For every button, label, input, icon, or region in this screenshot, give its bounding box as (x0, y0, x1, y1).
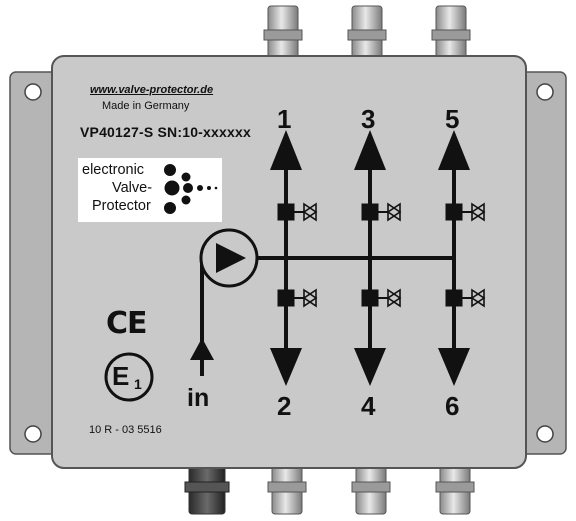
port-label-1: 1 (277, 104, 292, 134)
port-label-3: 3 (361, 104, 376, 134)
mounting-hole-icon (24, 425, 42, 443)
e-mark-subscript: 1 (134, 376, 142, 392)
bottom-fittings (184, 465, 475, 515)
pump-icon (199, 228, 259, 288)
port-label-2: 2 (277, 391, 292, 421)
arrow-up-1-icon (270, 130, 302, 170)
e-mark-letter: E (112, 361, 130, 391)
arrow-down-6-icon (438, 348, 470, 386)
arrow-up-3-icon (354, 130, 386, 170)
top-fittings (263, 5, 471, 59)
mounting-hole-icon (536, 425, 554, 443)
origin-label: Made in Germany (102, 100, 190, 112)
ce-mark: CE (106, 306, 148, 341)
model-serial-label: VP40127-S SN:10-xxxxxx (80, 124, 251, 140)
arrow-up-5-icon (438, 130, 470, 170)
arrow-down-4-icon (354, 348, 386, 386)
approval-number: 10 R - 03 5516 (89, 424, 162, 436)
arrow-inlet-icon (190, 338, 214, 360)
logo-dots (164, 164, 218, 214)
logo-line-2: Valve- (112, 180, 153, 196)
mounting-flanges (9, 71, 567, 455)
arrow-down-2-icon (270, 348, 302, 386)
valve-symbols (277, 202, 486, 308)
port-label-5: 5 (445, 104, 460, 134)
inlet-label: in (187, 384, 210, 412)
arrows (190, 130, 470, 386)
mounting-hole-icon (536, 83, 554, 101)
logo-line-3: Protector (92, 198, 151, 214)
logo-line-1: electronic (82, 162, 145, 178)
mounting-hole-icon (24, 83, 42, 101)
e-mark-circle (104, 352, 154, 402)
port-label-4: 4 (361, 391, 376, 421)
port-label-6: 6 (445, 391, 460, 421)
website-url: www.valve-protector.de (90, 84, 214, 96)
